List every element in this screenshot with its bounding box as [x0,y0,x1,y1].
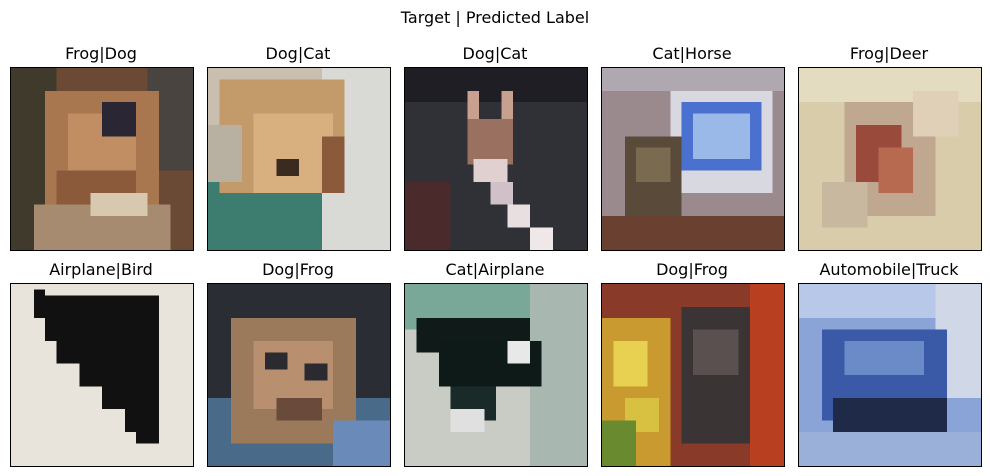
figure-title: Target | Predicted Label [400,8,590,27]
panel-image-5 [798,67,982,251]
panel-image-3 [404,67,588,251]
panel-image-2 [207,67,391,251]
panel-title-3: Dog|Cat [462,44,528,63]
panel-image-10 [798,283,982,467]
panel-image-7 [207,283,391,467]
panel-title-8: Cat|Airplane [445,260,545,279]
panel-title-9: Dog|Frog [656,260,728,279]
panel-image-4 [601,67,785,251]
panel-title-2: Dog|Cat [265,44,331,63]
panel-image-1 [10,67,194,251]
panel-title-7: Dog|Frog [262,260,334,279]
panel-title-6: Airplane|Bird [49,260,153,279]
panel-image-8 [404,283,588,467]
panel-title-4: Cat|Horse [652,44,732,63]
panel-image-6 [10,283,194,467]
panel-title-1: Frog|Dog [65,44,137,63]
panel-title-5: Frog|Deer [849,44,929,63]
panel-title-10: Automobile|Truck [819,260,959,279]
panel-image-9 [601,283,785,467]
